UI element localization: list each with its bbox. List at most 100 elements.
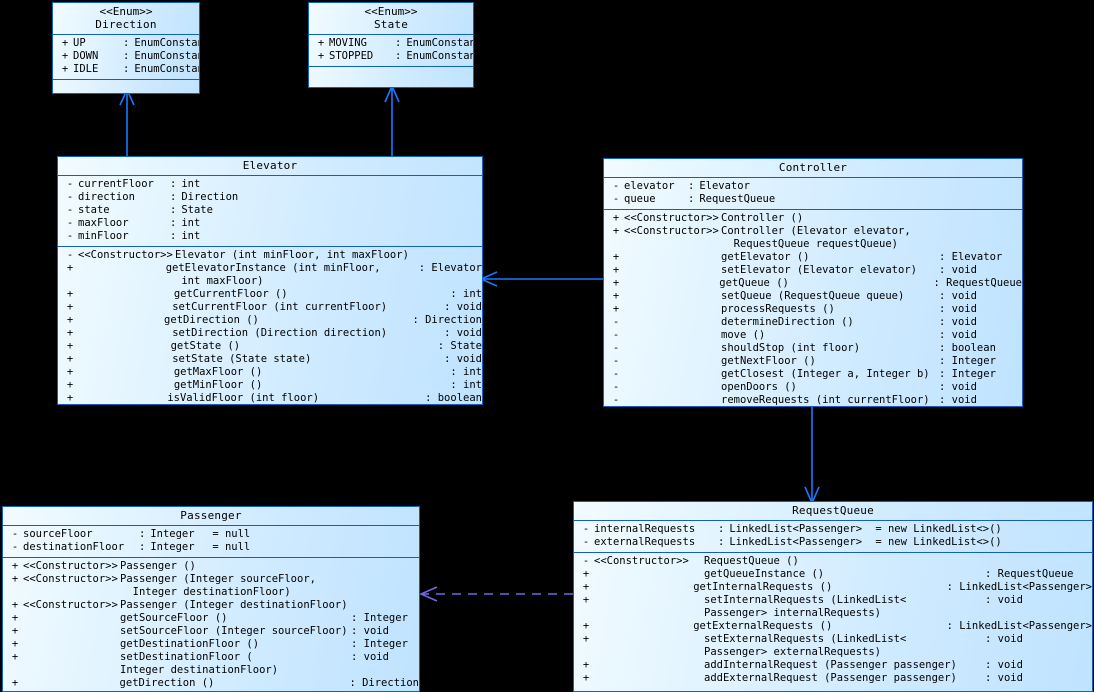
operation-signature: getClosest (Integer a, Integer b) [721, 368, 930, 380]
operation-return-type: : void [351, 625, 389, 637]
operation-stereotype [624, 277, 719, 290]
operations-compartment-elevator: -<<Constructor>>Elevator (int minFloor, … [58, 247, 482, 404]
operation-stereotype [23, 586, 120, 599]
attribute-row: -elevator:Elevator [608, 180, 1022, 193]
enum-constant-row: +MOVING:EnumConstant [313, 37, 473, 50]
separator: : [170, 191, 177, 203]
visibility: - [11, 528, 19, 540]
operation-signature: setQueue (RequestQueue queue) [721, 290, 905, 302]
operation-stereotype [624, 355, 721, 368]
operation-row: +processRequests (): void [608, 303, 1022, 316]
operation-stereotype [78, 314, 164, 327]
operation-row: +setSourceFloor (Integer sourceFloor): v… [7, 625, 419, 638]
operation-row: +<<Constructor>>Controller (Elevator ele… [608, 225, 1022, 238]
operation-signature: removeRequests (int currentFloor) [721, 394, 930, 406]
operation-row: -<<Constructor>>RequestQueue () [578, 555, 1092, 568]
operation-stereotype [624, 290, 721, 303]
operation-signature: Elevator (int minFloor, int maxFloor) [175, 249, 409, 261]
class-box-direction[interactable]: <<Enum>> Direction +UP:EnumConstant +DOW… [52, 2, 200, 94]
operation-row: Integer destinationFloor) [7, 586, 419, 599]
operation-signature: getDirection () [119, 677, 215, 689]
operation-row: -removeRequests (int currentFloor): void [608, 394, 1022, 406]
visibility: + [11, 573, 19, 585]
operation-signature: determineDirection () [721, 316, 854, 328]
operation-stereotype [78, 262, 166, 275]
operation-stereotype [594, 568, 704, 581]
visibility: - [612, 329, 620, 341]
operation-row: +setDirection (Direction direction): voi… [62, 327, 482, 340]
visibility: - [11, 541, 19, 553]
class-header-state: <<Enum>> State [309, 3, 473, 35]
visibility: + [582, 633, 590, 645]
operation-signature: getState () [170, 340, 241, 352]
class-box-passenger[interactable]: Passenger -sourceFloor:Integer= null-des… [2, 506, 420, 692]
enum-constant-type: EnumConstant [134, 50, 199, 62]
separator: : [139, 541, 146, 553]
operation-signature: int maxFloor) [175, 275, 264, 287]
separator: : [395, 37, 402, 49]
visibility: + [612, 225, 620, 237]
operation-signature: Integer destinationFloor) [120, 586, 291, 598]
operation-signature: getElevator () [721, 251, 810, 263]
operation-return-type: : Elevator [939, 251, 1003, 263]
visibility: + [612, 251, 620, 263]
attribute-type: Elevator [699, 180, 750, 192]
operation-signature: isValidFloor (int floor) [167, 392, 320, 404]
operation-stereotype [624, 303, 721, 316]
operation-return-type: : Integer [351, 612, 408, 624]
operation-return-type: : LinkedList<Passenger> [946, 581, 1092, 593]
class-header-controller: Controller [604, 159, 1022, 178]
operation-return-type: : RequestQueue [985, 568, 1074, 580]
class-box-elevator[interactable]: Elevator -currentFloor:int-direction:Dir… [57, 156, 483, 405]
operation-stereotype [78, 392, 167, 404]
operation-row: +getDestinationFloor (): Integer [7, 638, 419, 651]
operation-stereotype: <<Constructor>> [23, 573, 118, 585]
class-header-requestqueue: RequestQueue [574, 502, 1092, 521]
operation-signature: addInternalRequest (Passenger passenger) [704, 659, 957, 671]
class-box-controller[interactable]: Controller -elevator:Elevator-queue:Requ… [603, 158, 1023, 407]
visibility: + [61, 50, 69, 62]
operation-signature: getMaxFloor () [173, 366, 263, 378]
operation-return-type: : int [450, 379, 482, 391]
operation-stereotype: <<Constructor>> [23, 560, 118, 572]
operation-return-type: : void [444, 301, 482, 313]
stereotype-state: <<Enum>> [364, 5, 418, 18]
operation-stereotype [624, 238, 721, 251]
class-box-state[interactable]: <<Enum>> State +MOVING:EnumConstant +STO… [308, 2, 474, 88]
operation-row: +addExternalRequest (Passenger passenger… [578, 672, 1092, 685]
visibility: + [317, 50, 325, 62]
class-name-passenger: Passenger [180, 509, 242, 522]
enum-constant-name: IDLE [73, 63, 99, 75]
separator: : [718, 536, 725, 548]
operation-signature: setInternalRequests (LinkedList< [704, 594, 907, 606]
class-header-direction: <<Enum>> Direction [53, 3, 199, 35]
operation-return-type: : int [450, 288, 482, 300]
operation-row: RequestQueue requestQueue) [608, 238, 1022, 251]
visibility: - [66, 191, 74, 203]
operation-row: -getNextFloor (): Integer [608, 355, 1022, 368]
operation-row: +getInternalRequests (): LinkedList<Pass… [578, 581, 1092, 594]
link-requestqueue-passenger [419, 586, 573, 602]
operation-stereotype [23, 625, 120, 638]
class-box-requestqueue[interactable]: RequestQueue -internalRequests:LinkedLis… [573, 501, 1093, 692]
visibility: + [582, 620, 590, 632]
operation-return-type: : Integer [351, 638, 408, 650]
link-controller-requestqueue [804, 407, 820, 505]
visibility: + [612, 303, 620, 315]
visibility: + [66, 301, 74, 313]
operation-row: -shouldStop (int floor): boolean [608, 342, 1022, 355]
attribute-name: elevator [624, 180, 675, 192]
attribute-name: minFloor [78, 230, 129, 242]
visibility: - [582, 536, 590, 548]
operation-stereotype [624, 264, 721, 277]
operation-stereotype [594, 672, 704, 685]
attribute-type: RequestQueue [699, 193, 776, 205]
separator: : [170, 217, 177, 229]
operation-return-type: : void [985, 633, 1023, 645]
attribute-row: -queue:RequestQueue [608, 193, 1022, 206]
class-name-requestqueue: RequestQueue [792, 504, 874, 517]
operations-compartment-passenger: +<<Constructor>>Passenger ()+<<Construct… [3, 558, 419, 691]
attribute-row: -sourceFloor:Integer= null [7, 528, 419, 541]
enum-constant-name: DOWN [73, 50, 99, 62]
visibility: + [11, 612, 19, 624]
